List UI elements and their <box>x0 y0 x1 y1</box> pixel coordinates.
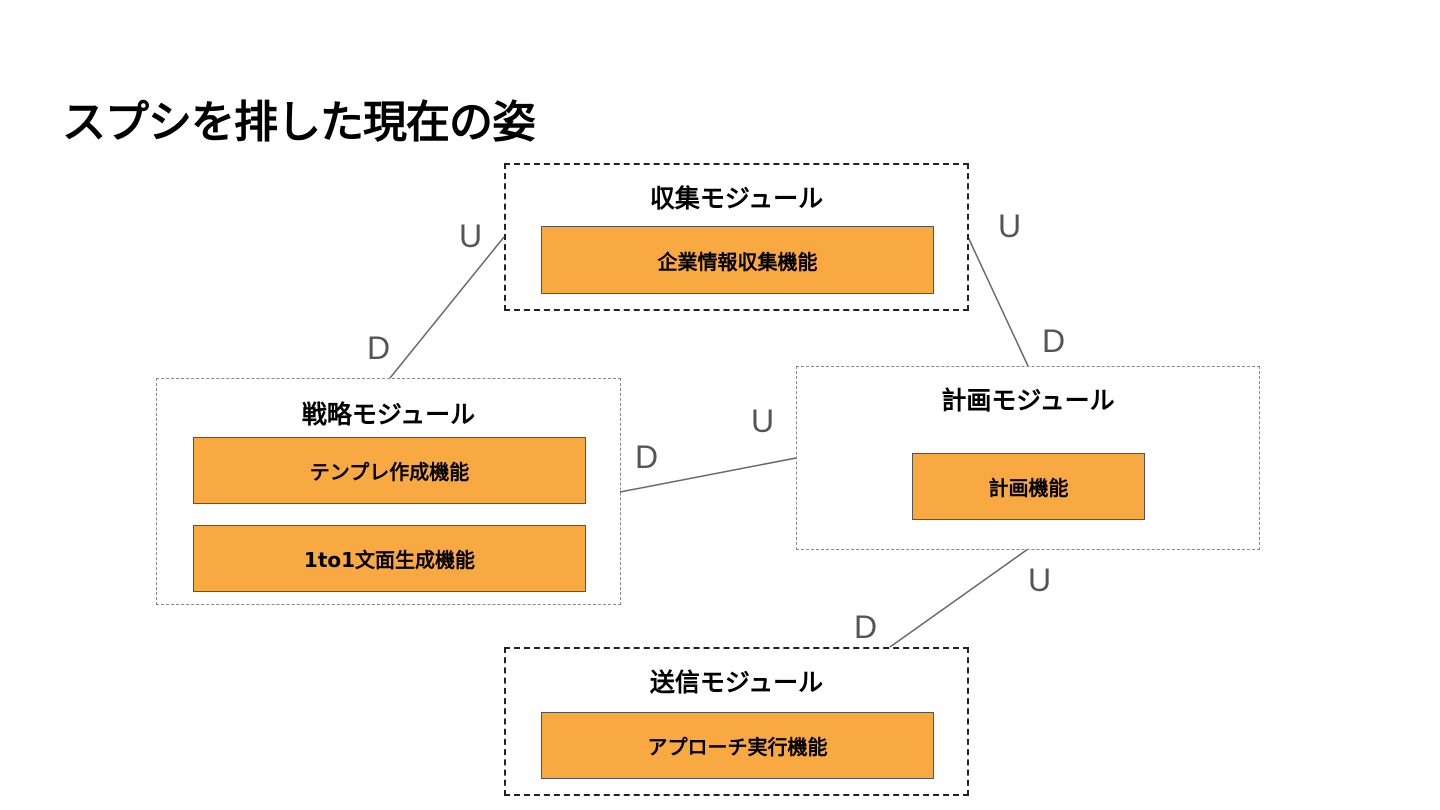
function-planning: 計画機能 <box>912 453 1145 520</box>
connector-collection-strategy <box>389 236 505 379</box>
planning-module: 計画モジュール 計画機能 <box>796 366 1260 550</box>
connector-strategy-planning <box>619 457 797 493</box>
sending-module: 送信モジュール アプローチ実行機能 <box>504 647 969 796</box>
connector-collection-planning <box>967 236 1029 367</box>
label-upstream-planning-sending: U <box>1028 562 1052 598</box>
connector-planning-sending <box>889 548 1029 648</box>
function-template-creation: テンプレ作成機能 <box>193 437 586 504</box>
function-company-info-collection: 企業情報収集機能 <box>541 226 934 294</box>
strategy-module-title: 戦略モジュール <box>301 400 476 429</box>
function-1to1-text-generation: 1to1文面生成機能 <box>193 525 586 592</box>
planning-module-title: 計画モジュール <box>941 386 1115 415</box>
collection-module-title: 収集モジュール <box>649 184 824 213</box>
sending-module-title: 送信モジュール <box>649 668 824 697</box>
label-downstream-collection-strategy: D <box>367 330 391 366</box>
label-downstream-planning-strategy: D <box>635 439 659 475</box>
function-approach-execution: アプローチ実行機能 <box>541 712 934 779</box>
label-downstream-collection-planning: D <box>1042 323 1066 359</box>
page-title: スプシを排した現在の姿 <box>62 97 536 148</box>
strategy-module: 戦略モジュール テンプレ作成機能 1to1文面生成機能 <box>156 378 621 605</box>
label-upstream-planning-strategy: U <box>751 403 775 439</box>
label-downstream-planning-sending: D <box>854 609 878 645</box>
label-upstream-collection-planning: U <box>998 208 1022 244</box>
collection-module: 収集モジュール 企業情報収集機能 <box>504 163 969 311</box>
label-upstream-collection-strategy: U <box>459 218 483 254</box>
